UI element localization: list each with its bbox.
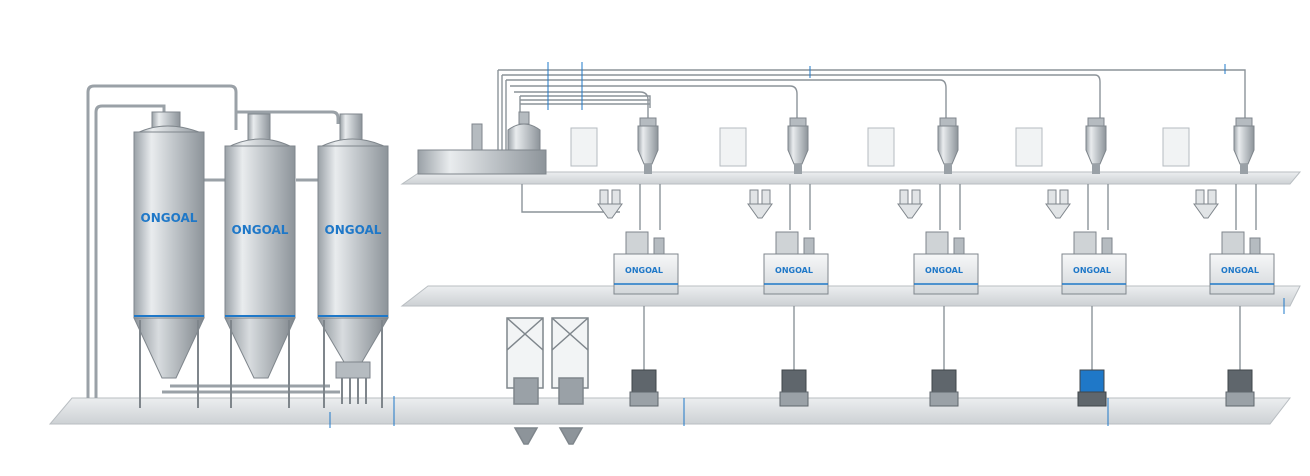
line-unit-2: ONGOAL bbox=[747, 117, 829, 407]
premix-tank-station bbox=[417, 111, 547, 175]
bag-dump-station-1 bbox=[506, 317, 544, 445]
bag-dump-station-2 bbox=[551, 317, 589, 445]
mixer-2-logo: ONGOAL bbox=[775, 266, 813, 275]
mixer-3-logo: ONGOAL bbox=[925, 266, 963, 275]
line-unit-3: ONGOAL bbox=[897, 117, 979, 407]
silo-3: ONGOAL bbox=[317, 113, 389, 408]
silo-feed-pipes bbox=[86, 84, 340, 398]
silo-2: ONGOAL bbox=[224, 113, 296, 408]
mixer-1-logo: ONGOAL bbox=[625, 266, 663, 275]
silo-2-logo: ONGOAL bbox=[232, 223, 289, 237]
blue-markers bbox=[329, 62, 1285, 428]
mixer-4-logo: ONGOAL bbox=[1073, 266, 1111, 275]
line-unit-5: ONGOAL bbox=[1193, 117, 1275, 407]
ground-floor bbox=[48, 397, 1292, 425]
line-unit-1: ONGOAL bbox=[597, 117, 679, 407]
control-cabinets bbox=[570, 127, 1190, 167]
silo-1: ONGOAL bbox=[133, 111, 205, 408]
middle-platform bbox=[400, 285, 1301, 307]
vacuum-conveying-pipes bbox=[497, 69, 1257, 370]
line-unit-4: ONGOAL bbox=[1045, 117, 1127, 407]
mixer-5-logo: ONGOAL bbox=[1221, 266, 1259, 275]
silo-3-logo: ONGOAL bbox=[325, 223, 382, 237]
silo-1-logo: ONGOAL bbox=[141, 211, 198, 225]
upper-platform bbox=[400, 171, 1302, 185]
